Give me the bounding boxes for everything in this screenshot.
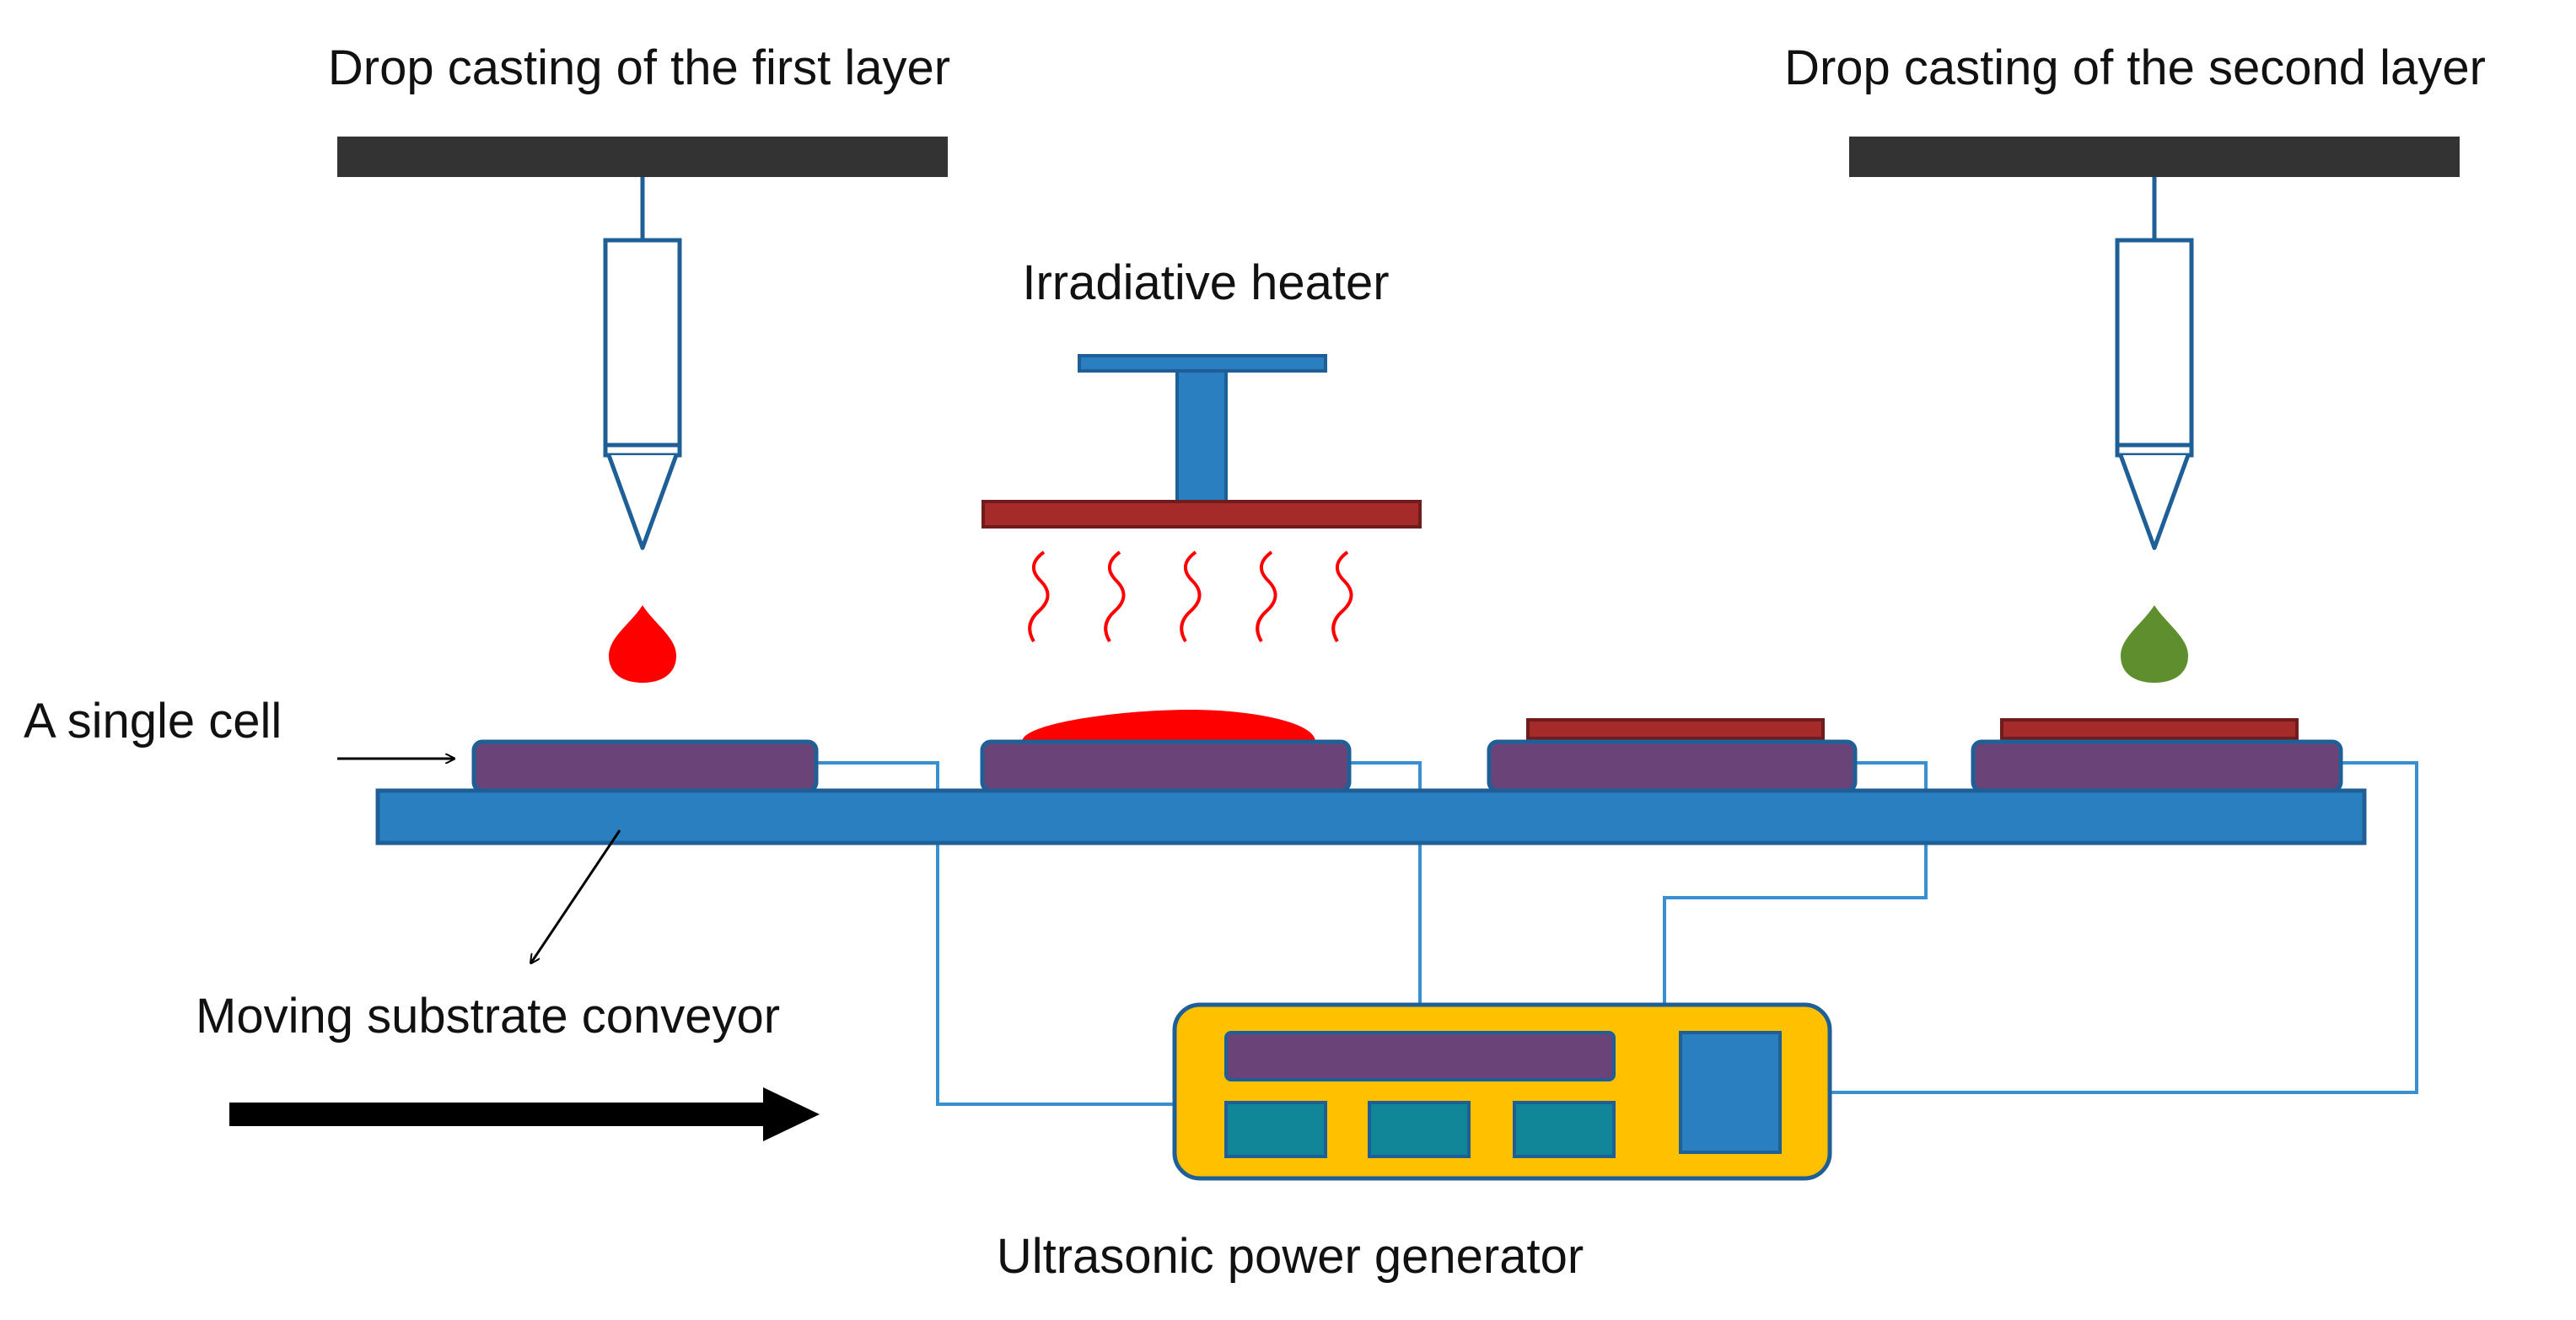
wire-cell-2 — [1349, 761, 1422, 1005]
red-droplet — [609, 605, 676, 683]
generator-button-3 — [1513, 1101, 1616, 1158]
cell-2-body — [980, 739, 1352, 793]
cell-4-body — [1971, 739, 2343, 793]
generator-side-panel — [1679, 1031, 1782, 1154]
cell-1 — [471, 739, 819, 793]
wire-cell-3 — [1663, 761, 1928, 1005]
first-dispenser-bar — [337, 137, 948, 177]
heater-element — [981, 500, 1422, 529]
cell-3 — [1487, 718, 1858, 793]
wires — [816, 761, 2418, 1106]
green-droplet — [2121, 605, 2188, 683]
generator-label: Ultrasonic power generator — [997, 1229, 1584, 1284]
cell-3-first-layer — [1526, 718, 1825, 740]
conveyor-pointer — [531, 829, 621, 963]
second-layer-label: Drop casting of the second layer — [1784, 40, 2486, 95]
wet-red-layer — [1022, 710, 1315, 742]
heat-wave-icon — [1028, 550, 1353, 643]
cell-2 — [980, 710, 1352, 793]
ultrasonic-generator — [1172, 1002, 1832, 1181]
right-arrow-icon — [229, 1087, 820, 1141]
generator-button-2 — [1368, 1101, 1471, 1158]
conveyor-label: Moving substrate conveyor — [196, 989, 780, 1044]
heater-label: Irradiative heater — [1022, 255, 1389, 310]
cell-1-body — [471, 739, 819, 793]
heater-column — [1175, 369, 1228, 503]
generator-display — [1224, 1031, 1616, 1081]
syringe-icon — [2115, 238, 2194, 550]
first-layer-label: Drop casting of the first layer — [328, 40, 950, 95]
irradiative-heater — [981, 354, 1422, 643]
syringe-icon — [603, 238, 682, 550]
wire-cell-4 — [1830, 761, 2418, 1094]
cell-4 — [1971, 718, 2343, 793]
first-dispenser — [337, 137, 948, 683]
cell-4-first-layer — [2000, 718, 2299, 740]
heater-top-plate — [1078, 354, 1327, 373]
cell-3-body — [1487, 739, 1858, 793]
wire-cell-1 — [816, 761, 1180, 1106]
second-dispenser — [1849, 137, 2460, 683]
generator-button-1 — [1224, 1101, 1327, 1158]
second-dispenser-bar — [1849, 137, 2460, 177]
single-cell-label: A single cell — [24, 694, 282, 749]
substrate-conveyor — [375, 788, 2367, 845]
